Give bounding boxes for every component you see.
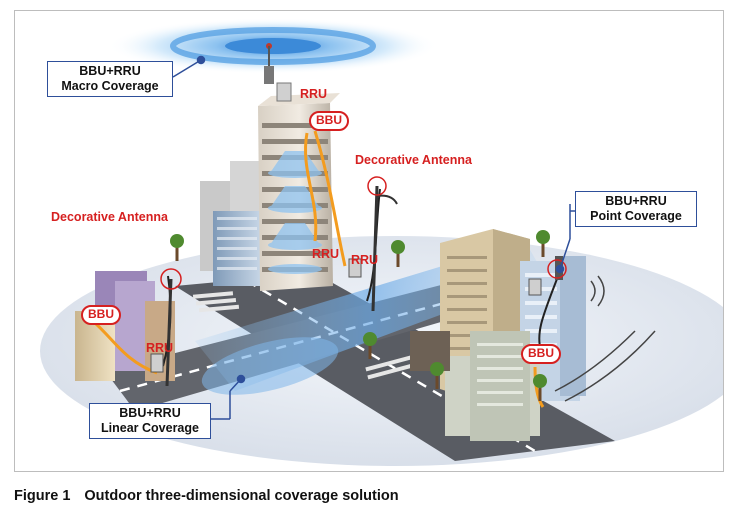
label-bbu-right: BBU (521, 344, 561, 364)
figure-caption-text: Outdoor three-dimensional coverage solut… (84, 488, 399, 504)
label-decorative-antenna-left: Decorative Antenna (51, 210, 168, 224)
callout-point-line2: Point Coverage (590, 209, 682, 223)
macro-tower (258, 46, 340, 291)
label-rru-mid-left: RRU (312, 247, 340, 261)
fiber-cables (93, 130, 545, 408)
label-rru-top: RRU (300, 87, 328, 101)
figure-caption: Figure 1 Outdoor three-dimensional covera… (14, 488, 399, 504)
macro-coverage-rings (108, 18, 438, 74)
callout-macro-line1: BBU+RRU (79, 64, 141, 78)
callout-point-line1: BBU+RRU (605, 194, 667, 208)
callout-point-coverage: BBU+RRU Point Coverage (575, 191, 697, 227)
decorative-antenna-pole-left (150, 268, 182, 387)
label-bbu-left: BBU (81, 305, 121, 325)
callout-macro-line2: Macro Coverage (61, 79, 159, 93)
label-rru-mid-right: RRU (351, 253, 379, 267)
trees (170, 230, 550, 401)
figure-frame: BBU+RRU Macro Coverage BBU+RRU Point Cov… (14, 10, 724, 472)
label-decorative-antenna-right: Decorative Antenna (355, 153, 472, 167)
label-bbu-tower: BBU (309, 111, 349, 131)
decorative-antenna-pole-right (348, 176, 398, 312)
figure-number: Figure 1 (14, 488, 71, 504)
callout-linear-line2: Linear Coverage (101, 421, 199, 435)
bottom-right-buildings (410, 331, 540, 441)
callout-linear-line1: BBU+RRU (119, 406, 181, 420)
label-rru-left: RRU (146, 341, 174, 355)
callout-leaders (172, 55, 575, 420)
callout-macro-coverage: BBU+RRU Macro Coverage (47, 61, 173, 97)
callout-linear-coverage: BBU+RRU Linear Coverage (89, 403, 211, 439)
